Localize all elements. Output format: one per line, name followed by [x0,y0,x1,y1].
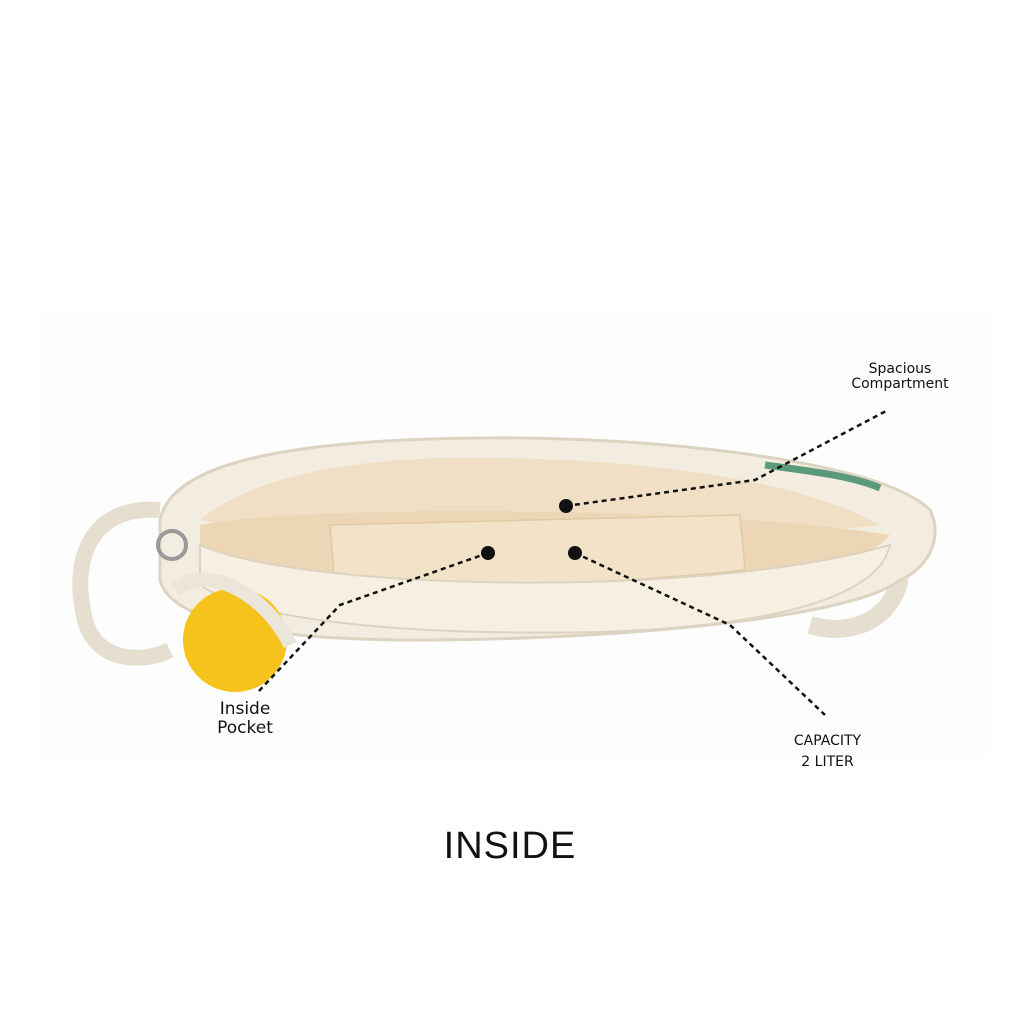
callout-text: Pocket [217,717,273,738]
tassel-rope [170,572,297,649]
callout-text: Spacious [868,361,932,377]
callout-text: Compartment [851,376,949,393]
zipper-pull-icon [156,529,188,561]
callout-line-capacity [574,551,826,716]
callout-dot-capacity [568,546,582,560]
callout-text: 2 LITER [801,754,854,770]
callout-capacity: CAPACITY 2 LITER [770,731,885,773]
callout-line-pocket [257,551,489,693]
callout-spacious-compartment: Spacious Compartment [830,361,970,393]
caption-title: INSIDE [443,825,577,867]
bag-front-panel [199,543,892,634]
callout-dot-spacious [559,499,573,513]
callout-inside-pocket: Inside Pocket [190,700,300,737]
rope-handle-left [72,501,174,666]
callout-lines [257,408,889,716]
callout-dot-pocket [481,546,495,560]
callout-text: Inside [219,699,271,719]
inside-pocket-shape [329,514,746,588]
callout-text: CAPACITY [793,733,862,749]
callout-line-spacious [565,408,889,508]
embroidery [764,461,882,492]
